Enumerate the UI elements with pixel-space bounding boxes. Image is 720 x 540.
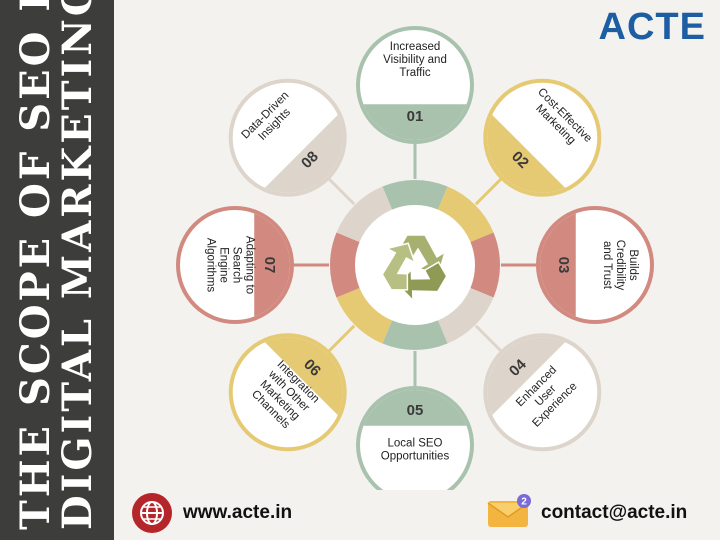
connector-line [474,175,505,206]
recycle-icon [381,234,448,303]
item-label-line: Engine [218,247,230,283]
item-label-line: Builds [627,249,639,281]
email-link[interactable]: contact@acte.in [541,502,688,523]
item-label-line: Algorithms [205,238,217,293]
card-cap [540,210,576,320]
ring-segment [437,287,494,344]
ring-segment [437,186,494,243]
notification-badge: 2 [521,497,527,508]
ring-segment [336,287,393,344]
item-number: 01 [407,108,424,125]
center-hub [355,205,475,325]
acte-logo: ACTE [598,6,706,48]
item-number: 03 [555,257,572,274]
item-number: 07 [261,257,278,274]
ring-segment [336,186,393,243]
ring-segment [382,319,448,350]
item-label-line: Visibility and [383,54,447,66]
item-label-line: Credibility [614,240,626,291]
item-label-line: Traffic [399,67,431,79]
connector-line [325,175,356,206]
item-label-line: Local SEO [388,438,443,450]
connector-line [474,324,505,355]
website-link[interactable]: www.acte.in [183,502,293,523]
globe-icon[interactable] [131,492,173,534]
item-label-line: Search [231,247,243,283]
item-number: 05 [407,402,424,419]
item-label-line: Adapting to [244,236,256,294]
email-icon[interactable]: 2 [486,493,534,529]
card-cap [254,210,290,320]
ring-segment [382,180,448,211]
item-label-line: Increased [390,41,441,53]
item-label-line: Opportunities [381,451,450,463]
connector-line [325,324,356,355]
item-label-line: and Trust [601,241,613,290]
ring-segment [330,232,361,298]
sidebar: THE SCOPE OF SEO IN DIGITAL MARKETING [0,0,114,540]
ring-segment [469,232,500,298]
